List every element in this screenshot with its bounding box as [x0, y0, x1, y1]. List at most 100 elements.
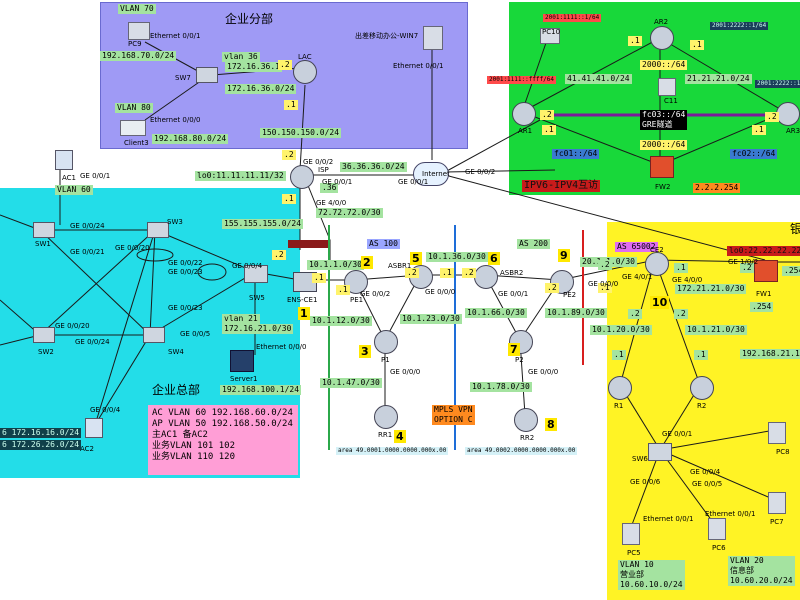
hq-info-line: 主AC1 备AC2 — [152, 430, 208, 440]
internet-cloud-icon — [413, 162, 449, 186]
hq-info-box: AC VLAN 60 192.168.60.0/24 AP VLAN 50 19… — [148, 405, 298, 466]
isp-router-icon[interactable] — [290, 165, 314, 189]
pc10-icon[interactable] — [540, 28, 560, 44]
isp-net155: 155.155.155.0/24 — [222, 219, 304, 229]
area1-label: area 49.0001.0000.0000.000x.00 — [336, 447, 449, 455]
sw1-port-b: GE 0/0/21 — [70, 248, 105, 256]
sw7-icon[interactable] — [196, 67, 218, 83]
bank-port-ge401: GE 4/0/1 — [622, 273, 653, 281]
ipv6-p1: 2001:1111::1/64 — [543, 14, 602, 22]
bank-dot2b: .2 — [628, 309, 642, 319]
vlan80-label: VLAN 80 — [115, 103, 153, 113]
vlan20-label: VLAN 20 — [730, 556, 764, 565]
sw4-label: SW4 — [168, 348, 184, 356]
ipv6-title: IPV6-IPV4互访 — [522, 180, 601, 192]
r1-router-icon[interactable] — [608, 376, 632, 400]
hq-info-line: AP VLAN 50 192.168.50.0/24 — [152, 419, 293, 429]
sw2-icon[interactable] — [33, 327, 55, 343]
sw4-port-a: GE 0/0/23 — [168, 304, 203, 312]
hq-info-line: 业务VLAN 110 120 — [152, 452, 236, 462]
dept10-label: 营业部 — [620, 570, 644, 579]
win7-icon[interactable] — [423, 26, 443, 50]
bank-port-ge400: GE 4/0/0 — [672, 276, 703, 284]
sw1-port-a: GE 0/0/24 — [70, 222, 105, 230]
isp-port-a: GE 0/0/2 — [303, 158, 334, 166]
ipv6-dot1a: .1 — [628, 36, 642, 46]
ar1-router-icon[interactable] — [512, 102, 536, 126]
bank-dot2c: .2 — [674, 309, 688, 319]
net36-label: 172.16.36.0/24 — [225, 84, 297, 94]
branch-title: 企业分部 — [225, 12, 274, 26]
pc9-label: PC9 — [128, 40, 142, 48]
sw2-label: SW2 — [38, 348, 54, 356]
option-box: MPLS VPN OPTION C — [432, 405, 475, 425]
asbr2-router-icon[interactable] — [474, 265, 498, 289]
server1-icon[interactable] — [230, 350, 254, 372]
pc7-icon[interactable] — [768, 492, 786, 514]
ac2-port: GE 0/0/4 — [90, 406, 121, 414]
pc9-icon[interactable] — [128, 22, 150, 40]
rr1-label: RR1 — [378, 431, 393, 439]
isp-dot1: .1 — [282, 194, 296, 204]
n10-1-89: 10.1.89.0/30 — [545, 308, 607, 318]
lac-label: LAC — [298, 53, 312, 61]
isp-lo0: lo0:11.11.11.11/32 — [195, 171, 286, 181]
ipv6-p8: fc01::/64 — [552, 149, 600, 159]
mpls-dot1c: .1 — [598, 283, 612, 293]
net70-label: 192.168.70.0/24 — [100, 51, 177, 61]
sw3-icon[interactable] — [147, 222, 169, 238]
fw2-firewall-icon[interactable] — [650, 156, 674, 178]
ipv6-p5: 21.21.21.0/24 — [685, 74, 752, 84]
ac2-icon[interactable] — [85, 418, 103, 438]
sw1-icon[interactable] — [33, 222, 55, 238]
isp-net36: 36.36.36.0/24 — [340, 162, 407, 172]
pc9-port: Ethernet 0/0/1 — [150, 32, 201, 40]
ar1-label: AR1 — [518, 127, 533, 135]
hq-dot1: .1 — [312, 273, 326, 283]
pc10-label: PC10 — [542, 28, 561, 36]
pe1-port: GE 0/0/2 — [360, 290, 391, 298]
ar2-label: AR2 — [654, 18, 669, 26]
ar3-router-icon[interactable] — [776, 102, 800, 126]
pc5-icon[interactable] — [622, 523, 640, 545]
c11-icon[interactable] — [658, 78, 676, 96]
sw4-icon[interactable] — [143, 327, 165, 343]
sw5-icon[interactable] — [244, 265, 268, 283]
sw2-port-b: GE 0/0/24 — [75, 338, 110, 346]
ipv6-dot2a: .2 — [540, 110, 554, 120]
pe1-label: PE1 — [350, 296, 364, 304]
pc8-icon[interactable] — [768, 422, 786, 444]
ipv6-p7: 2001:2222::1/64 — [755, 80, 800, 88]
bank-port-ge102: GE 1/0/2 — [728, 258, 759, 266]
mpls-dot2a: .2 — [405, 268, 419, 278]
p2-port: GE 0/0/0 — [528, 368, 559, 376]
bank-dot1a: .1 — [674, 263, 688, 273]
pc6-icon[interactable] — [708, 518, 726, 540]
area2-label: area 49.0002.0000.0000.000x.00 — [465, 447, 578, 455]
sw6-port-b: GE 0/0/6 — [630, 478, 661, 486]
n10-1-66: 10.1.66.0/30 — [465, 308, 527, 318]
r2-label: R2 — [697, 402, 707, 410]
rr2-router-icon[interactable] — [514, 408, 538, 432]
rr1-router-icon[interactable] — [374, 405, 398, 429]
lac-router-icon[interactable] — [293, 60, 317, 84]
r2-router-icon[interactable] — [690, 376, 714, 400]
fw2-label: FW2 — [655, 183, 671, 191]
n10-1-47: 10.1.47.0/30 — [320, 378, 382, 388]
mpls-dot1a: .1 — [336, 285, 350, 295]
server1-port: Ethernet 0/0/0 — [256, 343, 307, 351]
ce2-router-icon[interactable] — [645, 252, 669, 276]
sw6-icon[interactable] — [648, 443, 672, 461]
vlan10-label: VLAN 10 — [620, 560, 654, 569]
n10-1-1: 10.1.1.0/30 — [307, 260, 364, 270]
fw1-firewall-icon[interactable] — [754, 260, 778, 282]
ac1-icon[interactable] — [55, 150, 73, 170]
p1-router-icon[interactable] — [374, 330, 398, 354]
win7-label: 出差移动办公-WIN7 — [355, 32, 419, 40]
step-number-7: 7 — [508, 343, 520, 356]
pc6-label: PC6 — [712, 544, 726, 552]
ar2-router-icon[interactable] — [650, 26, 674, 50]
sw2-port-a: GE 0/0/20 — [55, 322, 90, 330]
client3-icon[interactable] — [120, 120, 146, 136]
step-number-5: 5 — [410, 252, 422, 265]
